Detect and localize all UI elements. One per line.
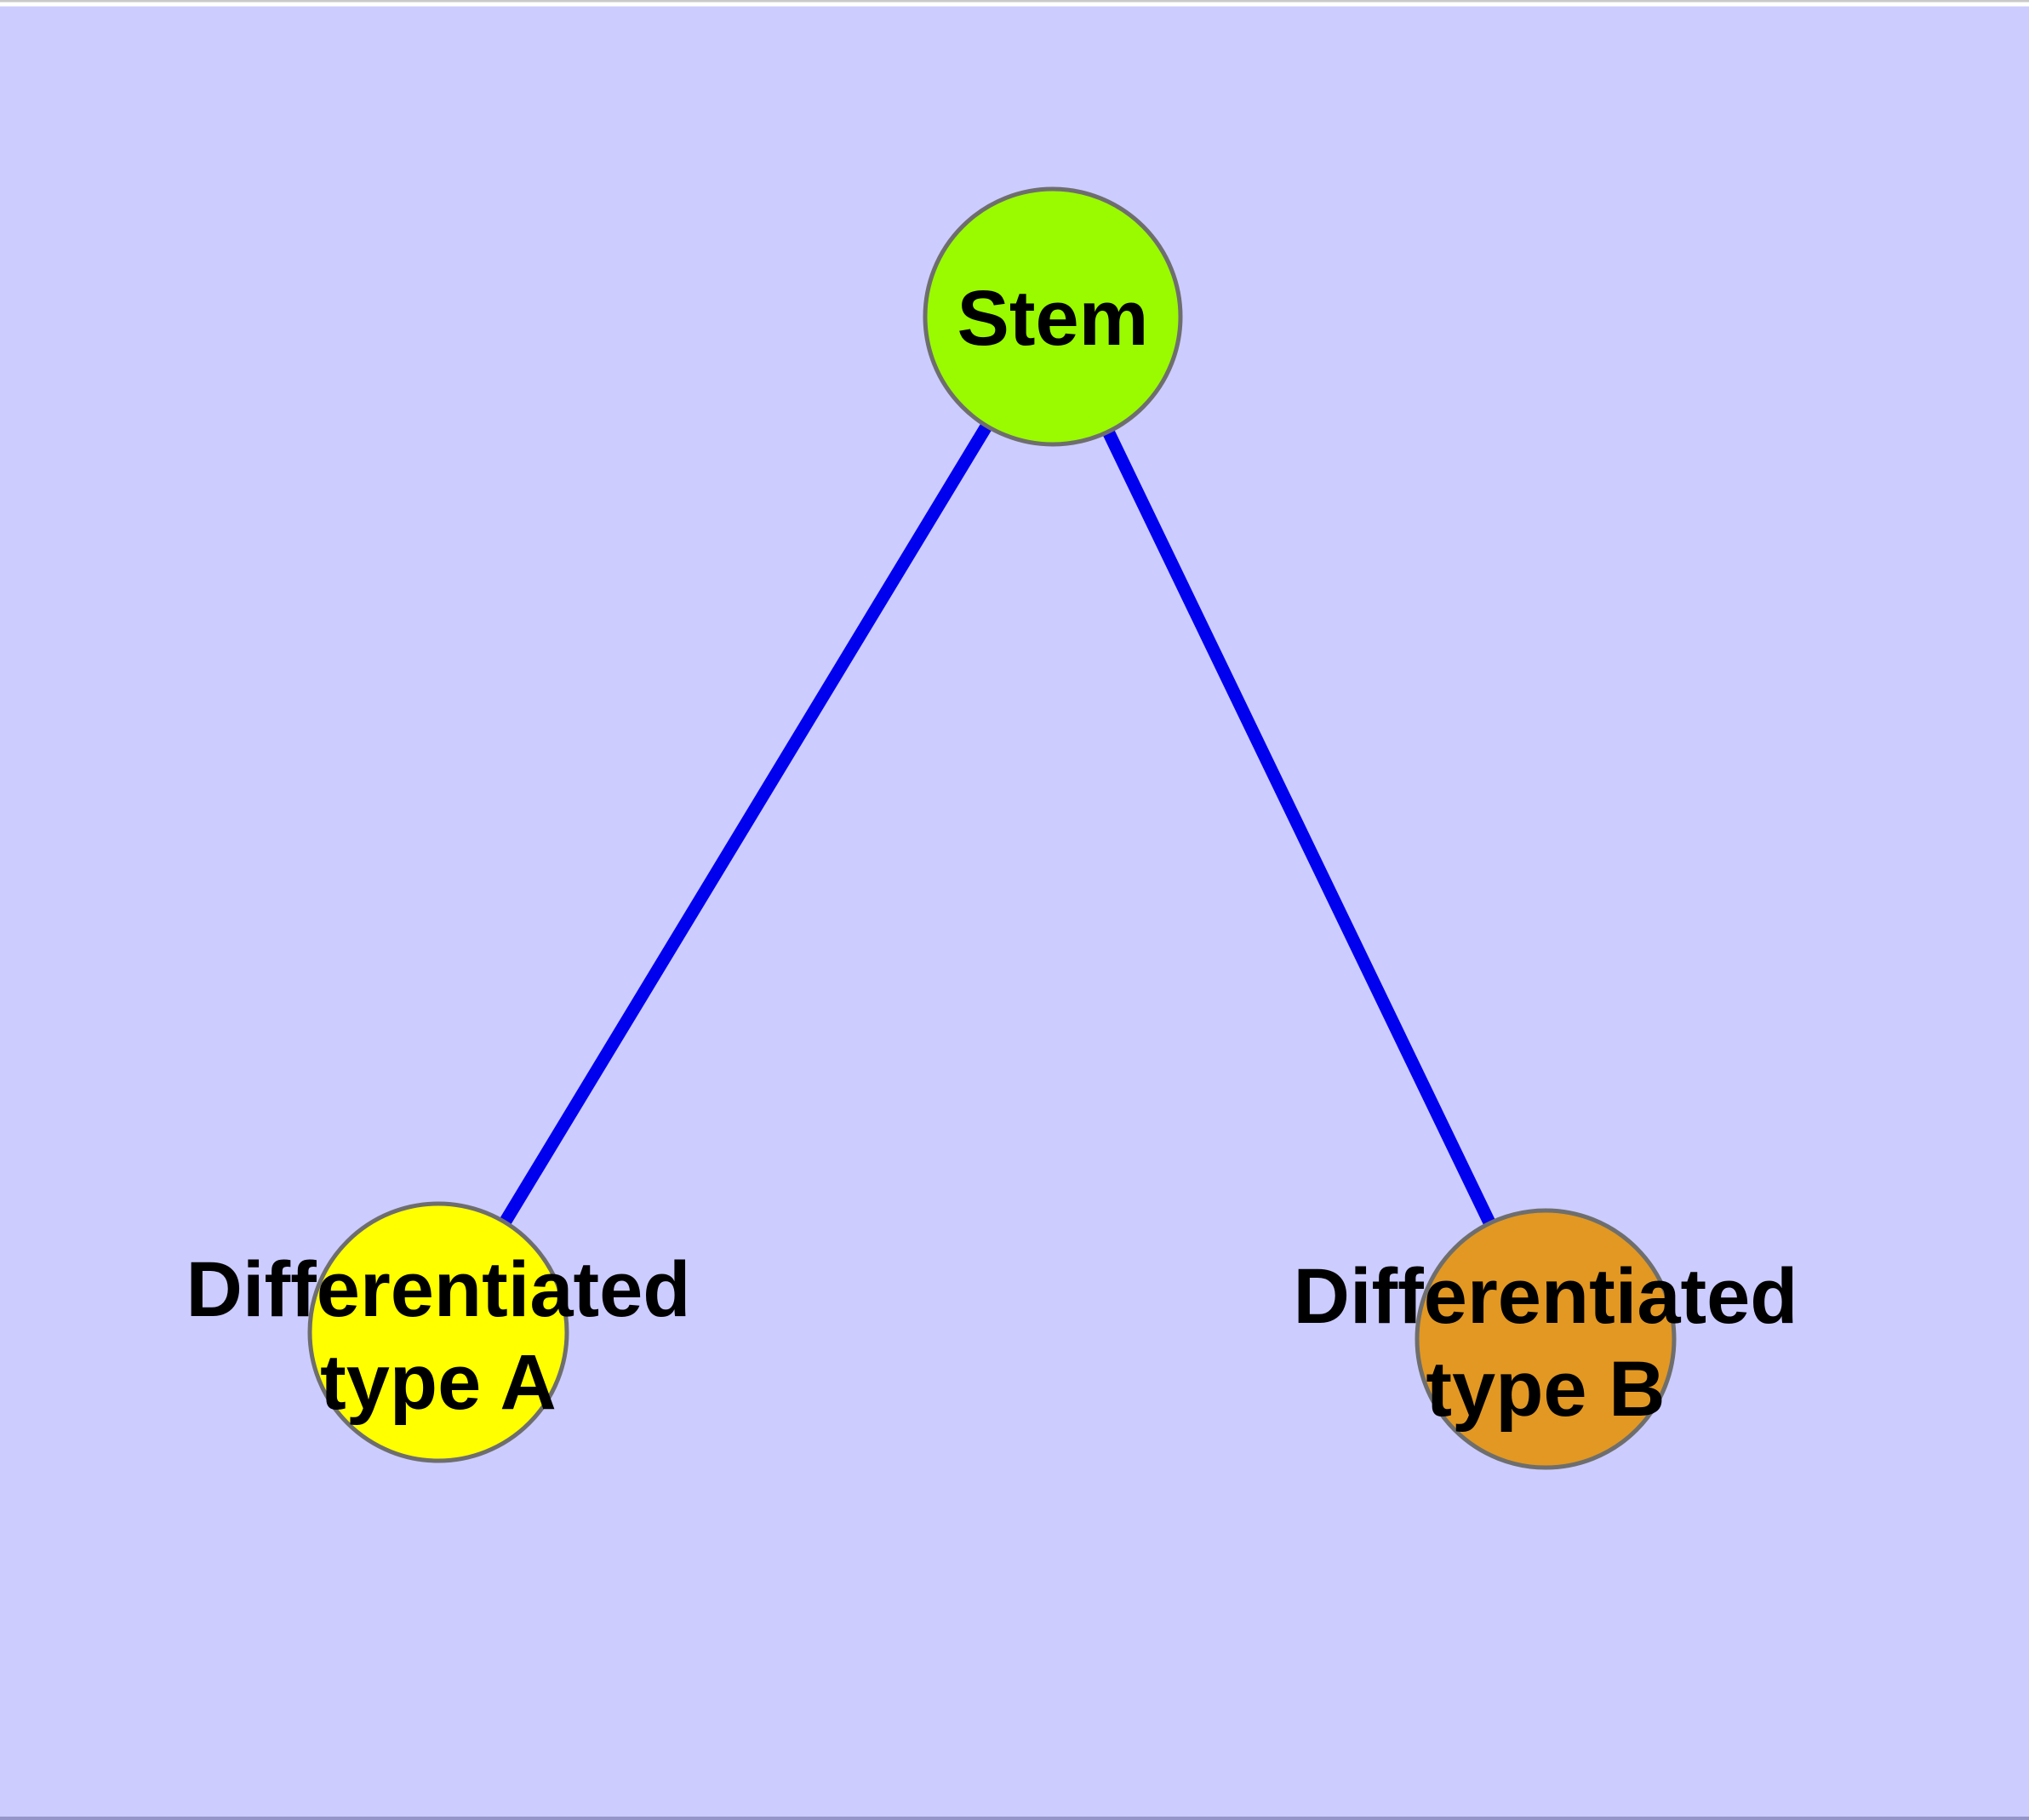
node-stem: Stem — [923, 186, 1183, 447]
top-hairline — [0, 0, 2029, 3]
bottom-hairline — [0, 1817, 2029, 1820]
node-differentiated-type-a: Differentiated type A — [186, 1201, 691, 1463]
node-type-b-label-line2: type B — [1426, 1346, 1665, 1433]
node-type-a-label-line1: Differentiated — [186, 1246, 691, 1333]
node-stem-label: Stem — [957, 275, 1149, 362]
node-type-b-circle — [1415, 1208, 1677, 1470]
node-type-a-label-line2: type A — [320, 1339, 557, 1426]
node-differentiated-type-b: Differentiated type B — [1294, 1208, 1798, 1470]
edge-stem-to-type-a — [432, 313, 1059, 1336]
node-stem-circle — [923, 186, 1183, 447]
node-type-b-label-line1: Differentiated — [1294, 1253, 1798, 1340]
top-white-strip — [0, 2, 2029, 7]
edge-stem-to-type-b — [1047, 313, 1552, 1342]
node-type-a-circle — [307, 1201, 569, 1463]
